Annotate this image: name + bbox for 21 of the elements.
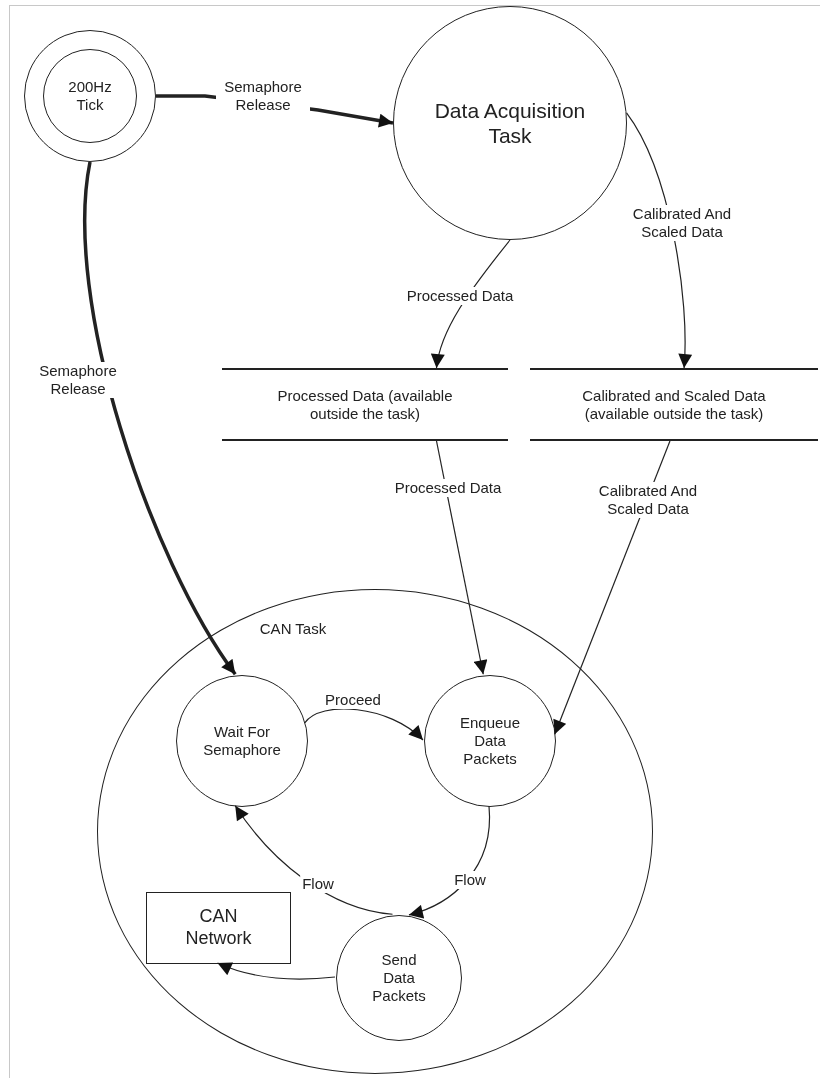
arrow	[435, 440, 488, 675]
edge-label: Semaphore Release	[216, 78, 310, 114]
node-label: Data Acquisition Task	[433, 97, 587, 149]
task-ellipse	[97, 589, 653, 1074]
edge-label: Flow	[452, 871, 488, 889]
arrow	[216, 962, 336, 980]
edge-label: Processed Data	[392, 479, 504, 497]
node-label: Wait For Semaphore	[202, 723, 282, 759]
terminator-box	[146, 892, 291, 964]
arrow	[83, 161, 237, 676]
arrow	[304, 708, 424, 741]
node-label: CAN Network	[184, 906, 253, 950]
node-label: Processed Data (available outside the task)	[276, 386, 454, 423]
node-label: Calibrated and Scaled Data (available outside the task)	[581, 386, 767, 423]
node-label: Enqueue Data Packets	[458, 714, 522, 768]
edge-label: Processed Data	[404, 287, 516, 305]
node-label: Send Data Packets	[371, 951, 427, 1005]
edge-label: Flow	[300, 875, 336, 893]
edge-label: Proceed	[323, 691, 383, 709]
task-label: CAN Task	[259, 620, 327, 638]
node-label: 200Hz Tick	[67, 78, 113, 114]
